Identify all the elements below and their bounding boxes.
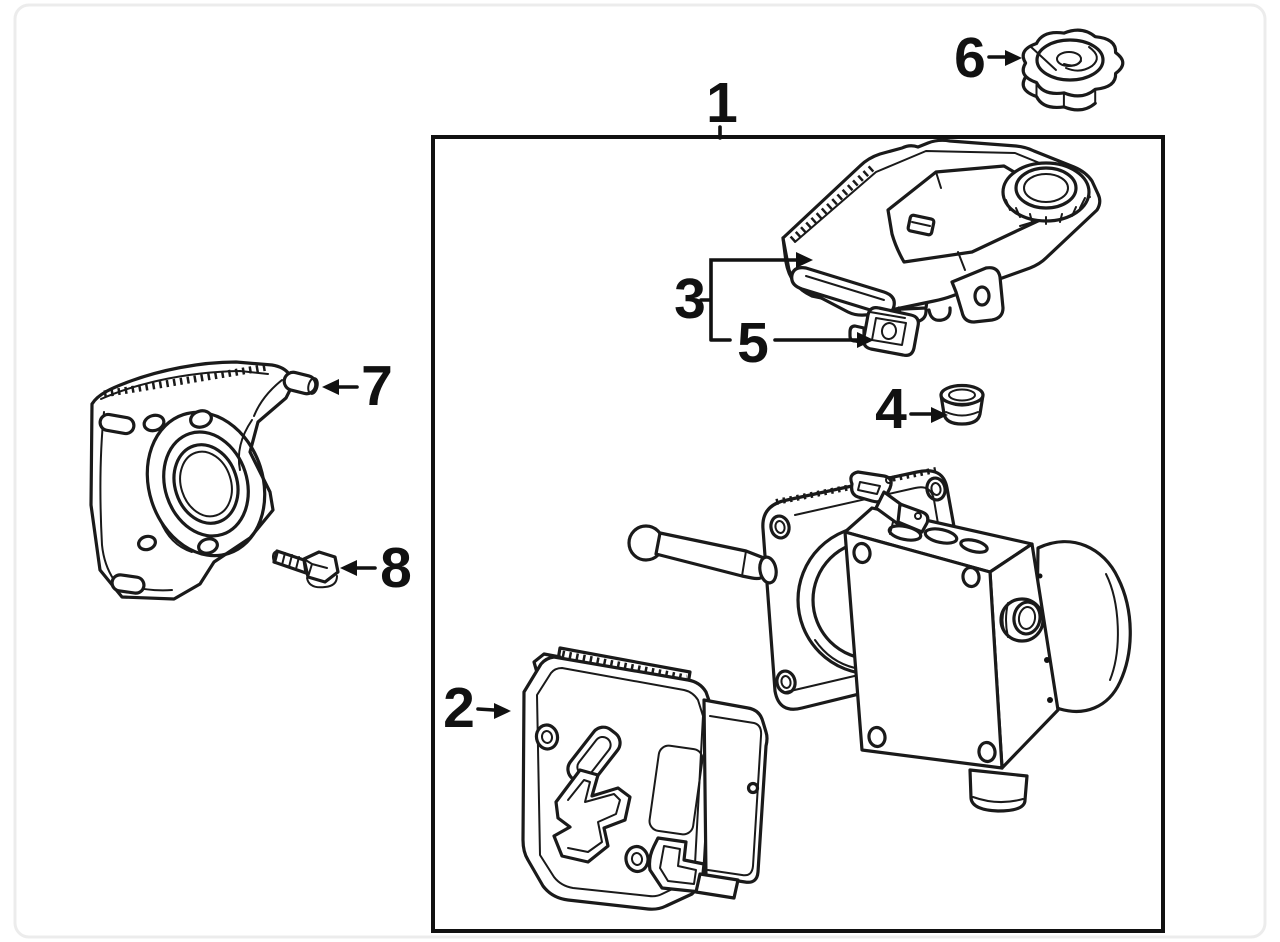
- callout-3-leader: [699, 258, 798, 342]
- callout-2-leader: [476, 707, 496, 712]
- abs-control-module-drawing: [521, 646, 769, 911]
- callout-3-arrowhead: [796, 252, 813, 268]
- callout-5-arrowhead: [857, 332, 874, 348]
- reservoir-grommet-drawing: [939, 383, 985, 426]
- callout-7: 7: [322, 354, 393, 418]
- callout-8: 8: [340, 536, 412, 600]
- fluid-reservoir-drawing: [781, 138, 1102, 324]
- callout-3: 3: [674, 252, 813, 342]
- callout-6-arrowhead: [1005, 50, 1022, 66]
- callout-1: 1: [706, 71, 738, 140]
- callout-2: 2: [443, 676, 511, 740]
- callout-7-arrowhead: [322, 379, 339, 395]
- mounting-bolt-drawing: [272, 549, 340, 589]
- mounting-bracket-drawing: [89, 360, 319, 601]
- component-group-box: [431, 135, 1165, 933]
- callout-4-label: 4: [875, 377, 907, 441]
- callout-8-label: 8: [380, 536, 412, 600]
- callout-6: 6: [954, 26, 1022, 90]
- callout-4: 4: [875, 377, 948, 441]
- flange-clamp: [849, 470, 930, 535]
- abs-block-front: [843, 530, 1004, 770]
- callout-5: 5: [737, 311, 874, 375]
- booster-assembly-drawing: [627, 467, 1132, 813]
- callout-5-label: 5: [737, 311, 769, 375]
- callout-8-arrowhead: [340, 560, 357, 576]
- callout-1-label: 1: [706, 71, 738, 135]
- reservoir-cap-drawing: [1021, 28, 1125, 112]
- callout-4-arrowhead: [931, 407, 948, 423]
- callout-2-arrowhead: [494, 703, 511, 719]
- callout-2-label: 2: [443, 676, 475, 740]
- callout-6-label: 6: [954, 26, 986, 90]
- callout-7-label: 7: [361, 354, 393, 418]
- image-frame: [13, 3, 1267, 939]
